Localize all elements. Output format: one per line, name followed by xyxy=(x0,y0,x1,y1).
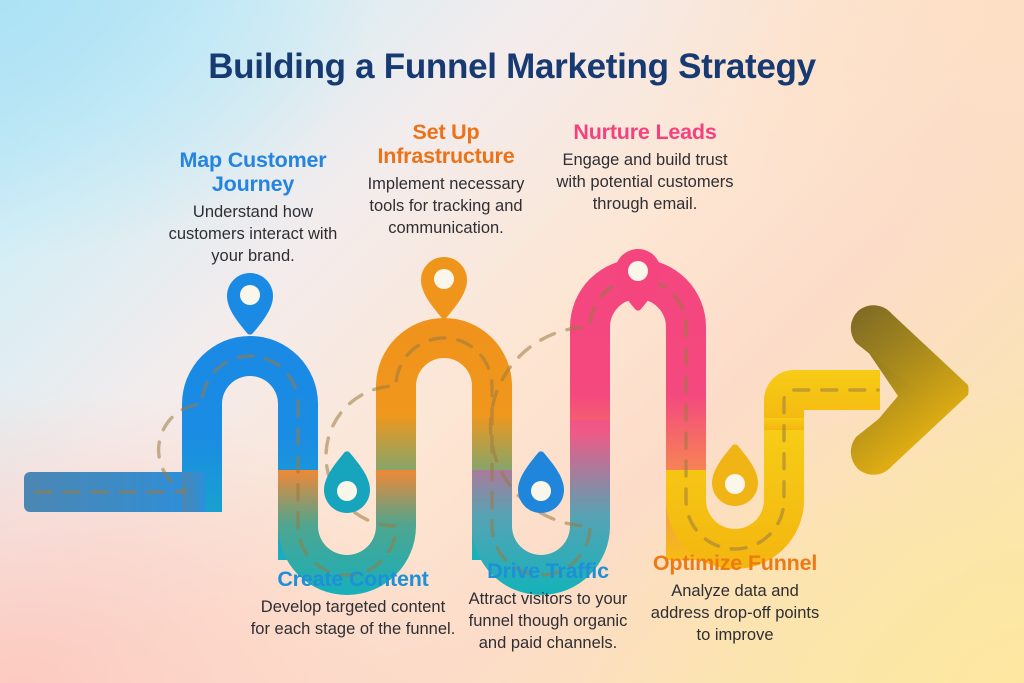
map-pin-icon-step-5 xyxy=(518,451,564,513)
step-title: Nurture Leads xyxy=(573,120,717,144)
road-joint-1 xyxy=(182,472,205,512)
step-label-optimize-funnel: Optimize Funnel Analyze data and address… xyxy=(645,551,825,647)
arrow-right-icon xyxy=(850,305,969,475)
map-pin-icon-step-6 xyxy=(712,444,758,506)
map-pin-icon-step-1 xyxy=(227,273,273,335)
map-pin-icon-step-3 xyxy=(615,249,661,311)
step-label-create-content: Create Content Develop targeted content … xyxy=(249,567,457,641)
step-label-nurture-leads: Nurture Leads Engage and build trust wit… xyxy=(550,120,740,216)
step-title: Map Customer Journey xyxy=(179,148,327,197)
road-segment-valley-2 xyxy=(472,370,610,595)
road-dashed-center-line xyxy=(34,277,880,577)
map-pin-icon-step-4 xyxy=(324,451,370,513)
road-body xyxy=(24,259,880,595)
road-segment-final xyxy=(764,370,880,430)
step-label-map-customer-journey: Map Customer Journey Understand how cust… xyxy=(160,148,346,268)
map-pin-icon-step-2 xyxy=(421,257,467,319)
step-body: Analyze data and address drop-off points… xyxy=(650,582,820,644)
step-title: Create Content xyxy=(277,567,429,591)
step-body: Implement necessary tools for tracking a… xyxy=(367,175,525,238)
step-body: Attract visitors to your funnel though o… xyxy=(468,590,628,652)
step-body: Understand how customers interact with y… xyxy=(168,203,338,266)
step-title: Drive Traffic xyxy=(487,559,609,583)
step-title: Optimize Funnel xyxy=(652,551,818,575)
step-body: Develop targeted content for each stage … xyxy=(250,598,456,639)
step-body: Engage and build trust with potential cu… xyxy=(556,151,734,213)
road-start-cap xyxy=(24,472,38,512)
page-title: Building a Funnel Marketing Strategy xyxy=(208,47,816,86)
step-title: Set Up Infrastructure xyxy=(377,120,515,169)
road-segment-start xyxy=(30,472,205,512)
step-label-drive-traffic: Drive Traffic Attract visitors to your f… xyxy=(455,559,641,655)
step-label-set-up-infrastructure: Set Up Infrastructure Implement necessar… xyxy=(358,120,534,240)
